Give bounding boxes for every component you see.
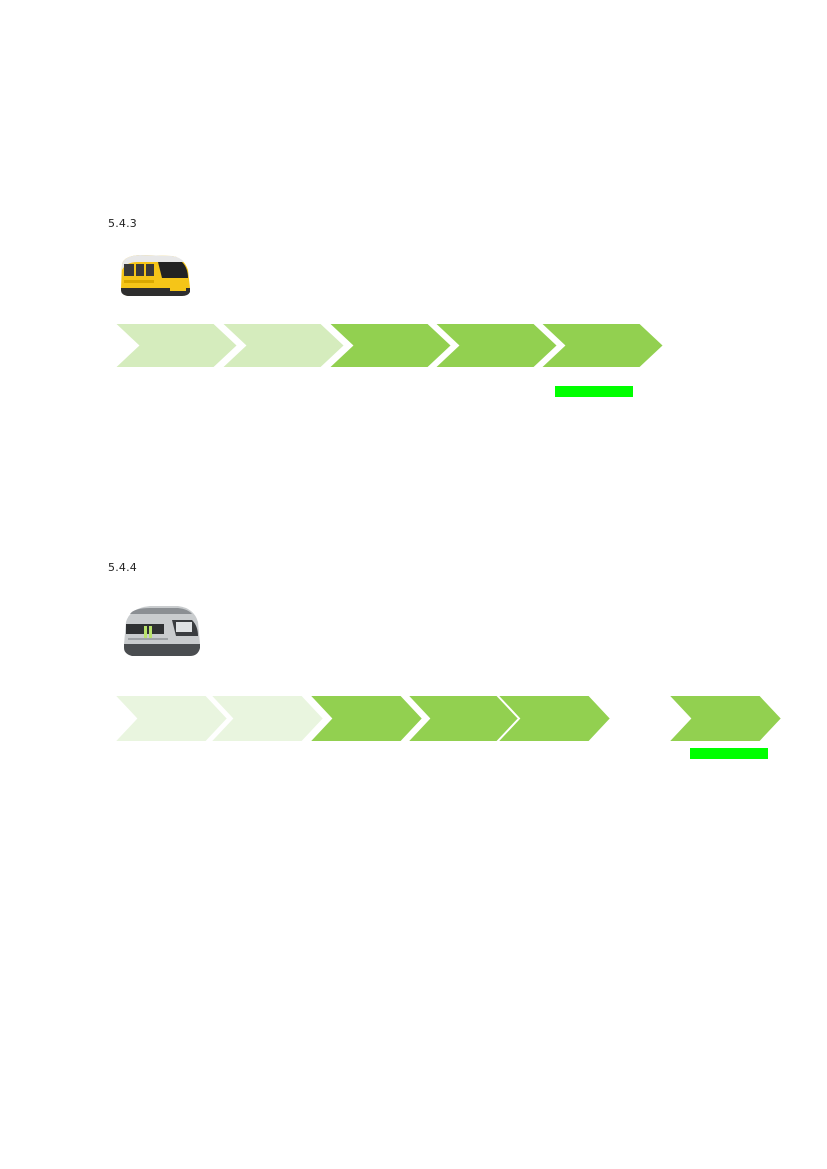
section-number: 5.4.3 bbox=[108, 217, 137, 230]
section-number: 5.4.4 bbox=[108, 561, 137, 574]
process-step-chevron bbox=[431, 322, 560, 369]
process-step-chevron bbox=[325, 322, 454, 369]
process-step-chevron bbox=[111, 694, 230, 743]
process-step-chevron bbox=[537, 322, 666, 369]
process-step-chevron bbox=[306, 694, 425, 743]
process-step-chevron bbox=[207, 694, 326, 743]
highlight-bar bbox=[555, 386, 633, 397]
process-step-chevron bbox=[111, 322, 240, 369]
grey-train-icon bbox=[124, 606, 200, 656]
highlight-bar bbox=[690, 748, 768, 759]
process-step-chevron bbox=[665, 694, 784, 743]
yellow-tram-icon bbox=[121, 255, 190, 296]
process-step-chevron bbox=[218, 322, 347, 369]
process-step-chevron bbox=[494, 694, 613, 743]
